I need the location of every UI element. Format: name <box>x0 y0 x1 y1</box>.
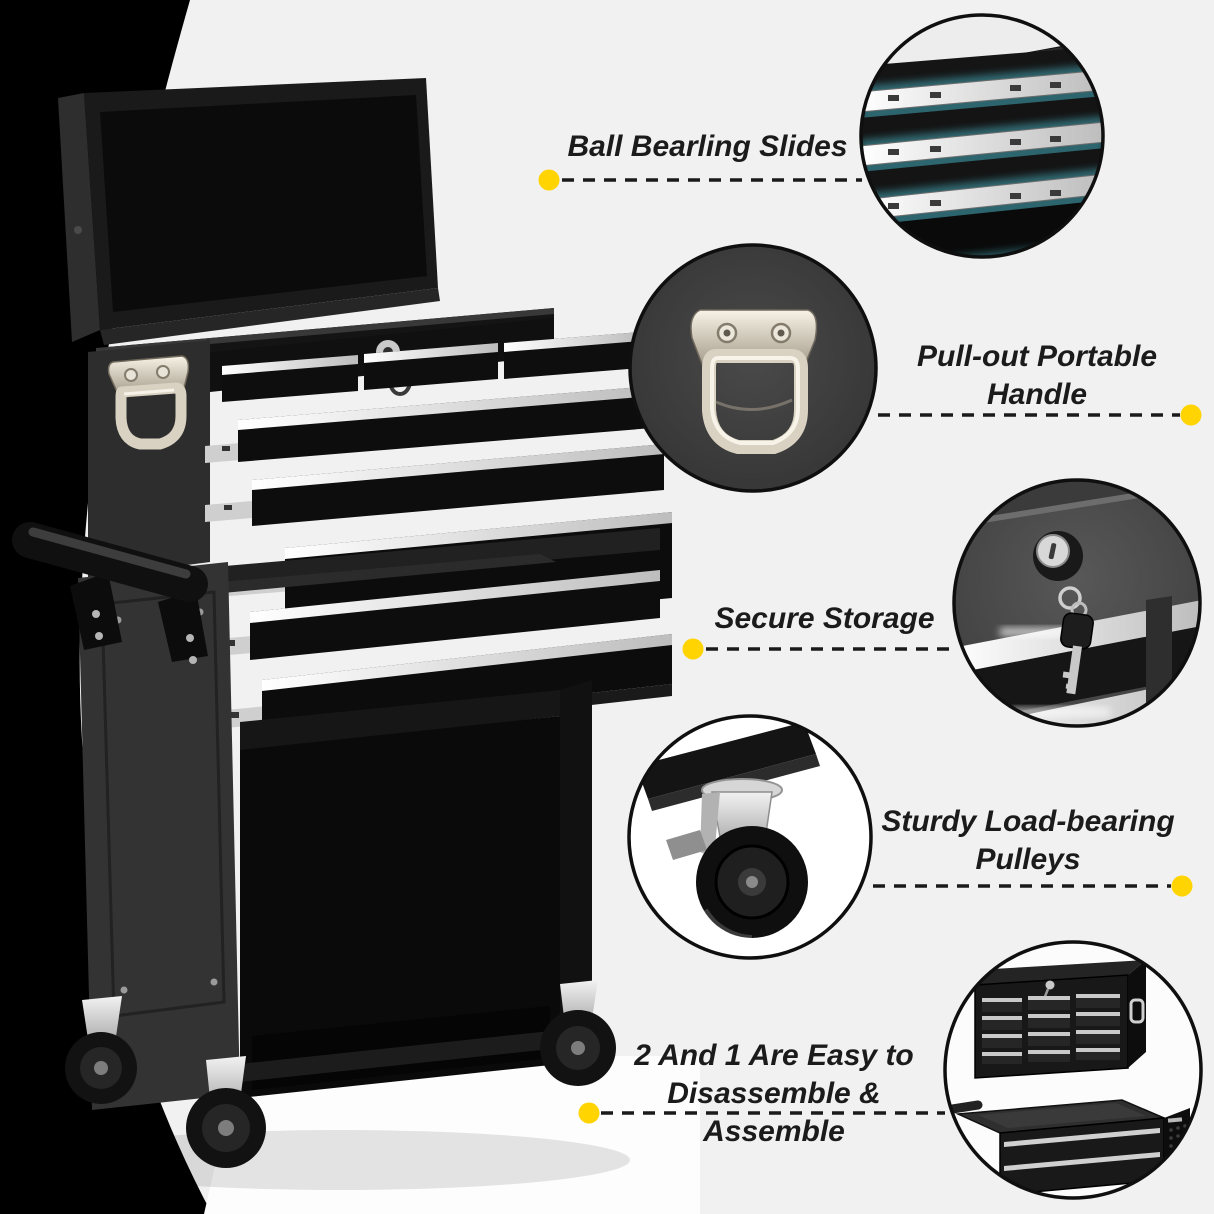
inset-pull-out-handle <box>628 243 878 493</box>
cabinet-top-liner <box>130 554 556 600</box>
cart-shadow <box>50 1130 630 1190</box>
inset-border <box>628 243 878 493</box>
handle-detail <box>690 309 818 454</box>
caster-left <box>65 996 137 1104</box>
callout-label-easy-assembly: 2 And 1 Are Easy to Disassemble & Assemb… <box>602 1037 946 1151</box>
callout-dots <box>538 169 1202 1124</box>
drawer-row-3 <box>205 444 664 526</box>
callout-label-pull-out-handle: Pull-out Portable Handle <box>887 338 1187 414</box>
callout-label-secure-storage: Secure Storage <box>672 600 977 638</box>
dot-storage <box>682 638 704 660</box>
push-handle <box>12 522 208 664</box>
casters <box>65 980 616 1168</box>
dot-handle <box>1180 404 1202 426</box>
callout-text: Pull-out Portable <box>917 340 1157 373</box>
dot-assembly <box>578 1102 600 1124</box>
folding-side-handle <box>107 355 190 450</box>
chest-side-panel <box>88 340 210 578</box>
cabinet-open-compartment <box>240 716 560 1098</box>
callout-label-ball-bearing-slides: Ball Bearling Slides <box>545 128 870 166</box>
inset-border <box>859 13 1105 259</box>
tool-chest-product <box>12 78 672 1168</box>
mini-top-chest <box>974 960 1146 1079</box>
inset-border <box>943 940 1203 1200</box>
callout-text: Disassemble & Assemble <box>667 1077 881 1149</box>
cabinet-side-panel <box>78 562 240 1110</box>
background-black-swoosh <box>0 0 212 1214</box>
floor-highlight <box>204 1056 700 1214</box>
callout-connectors <box>562 178 1180 1115</box>
inset-easy-assembly <box>943 940 1203 1200</box>
drawer-row-2 <box>205 386 652 463</box>
callout-text: 2 And 1 Are Easy to <box>634 1039 914 1072</box>
callout-text: Ball Bearling Slides <box>567 130 848 163</box>
callout-label-load-bearing-pulleys: Sturdy Load-bearing Pulleys <box>877 803 1179 879</box>
caster-detail <box>636 722 820 941</box>
dot-pulleys <box>1171 875 1193 897</box>
inset-border <box>627 714 873 960</box>
chest-open-lid <box>58 78 440 345</box>
cabinet-body <box>78 562 592 1110</box>
callout-text: Pulleys <box>975 843 1081 877</box>
callout-text: Sturdy Load-bearing <box>881 805 1175 838</box>
inset-caster-wheel <box>627 714 873 960</box>
callout-text: Secure Storage <box>714 602 935 635</box>
callout-text: Handle <box>986 378 1088 412</box>
caster-center <box>186 1056 266 1168</box>
caster-right <box>540 980 616 1086</box>
small-drawer-row <box>222 332 640 402</box>
inset-secure-storage <box>952 478 1202 728</box>
inset-border <box>952 478 1202 728</box>
dot-slides <box>538 169 560 191</box>
